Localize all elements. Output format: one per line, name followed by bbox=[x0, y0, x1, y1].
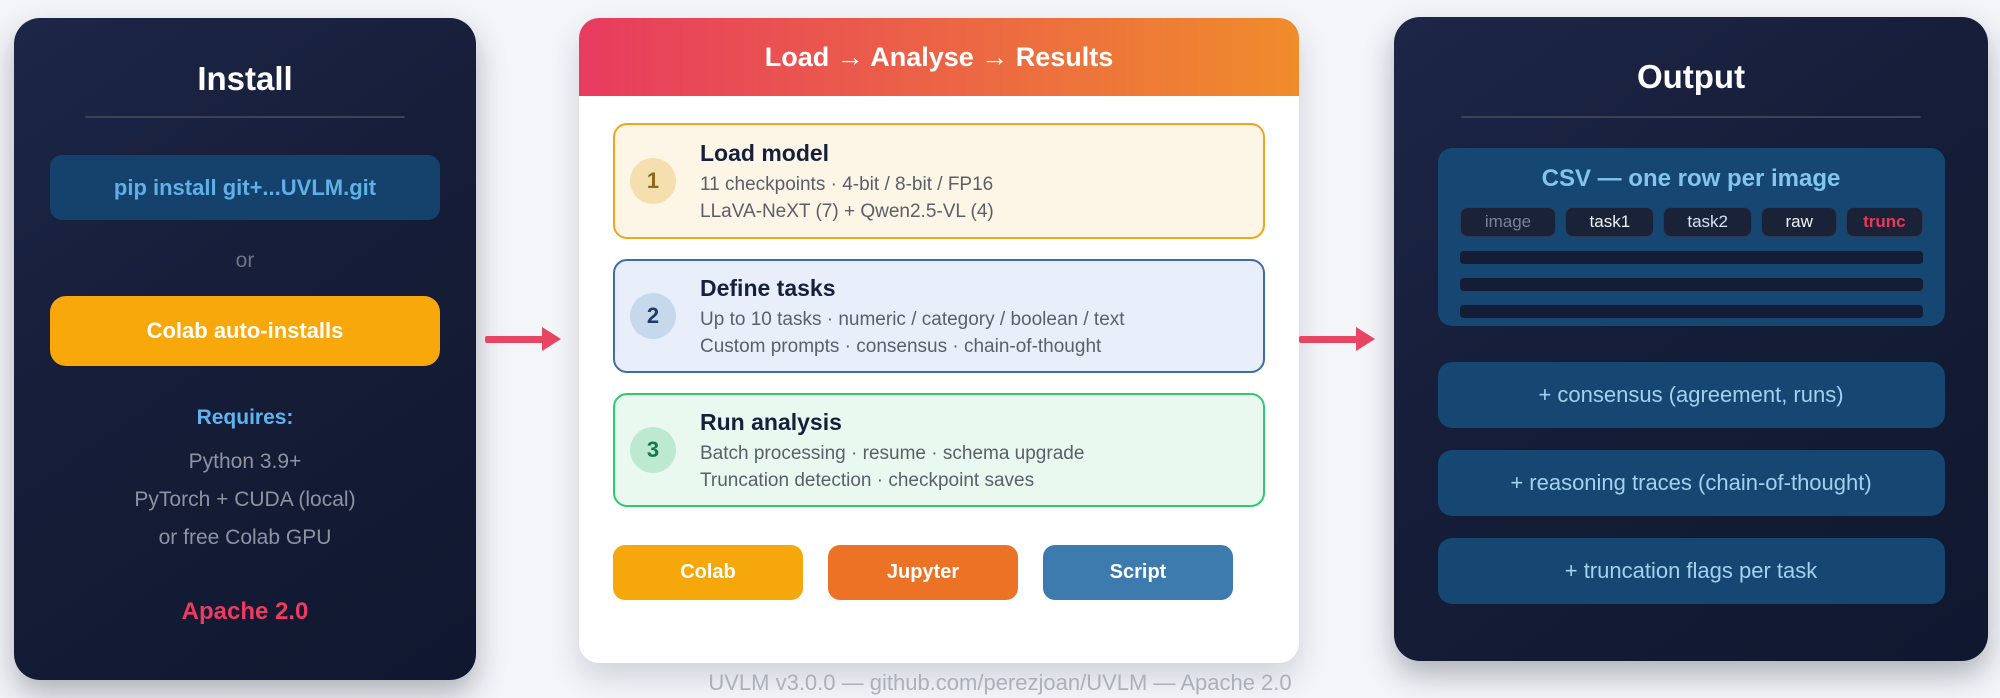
step-title: Define tasks bbox=[700, 274, 836, 301]
step-detail-line: LLaVA-NeXT (7) + Qwen2.5-VL (4) bbox=[700, 200, 994, 222]
output-panel: Output CSV — one row per image image tas… bbox=[1394, 17, 1988, 661]
or-label: or bbox=[235, 249, 255, 272]
pip-install-command[interactable]: pip install git+...UVLM.git bbox=[50, 155, 440, 220]
step-title: Load model bbox=[700, 139, 830, 166]
requirement-colab-gpu: or free Colab GPU bbox=[158, 526, 332, 549]
csv-column-trunc: trunc bbox=[1846, 207, 1923, 237]
step-text: Define tasks Up to 10 tasks · numeric / … bbox=[700, 273, 1125, 360]
csv-title: CSV — one row per image bbox=[1541, 165, 1841, 192]
colab-button[interactable]: Colab bbox=[613, 545, 803, 600]
csv-column-raw: raw bbox=[1761, 207, 1838, 237]
csv-preview-box: CSV — one row per image image task1 task… bbox=[1437, 148, 1945, 326]
requirement-python: Python 3.9+ bbox=[188, 450, 302, 473]
output-extra-truncation-flags: + truncation flags per task bbox=[1437, 538, 1945, 604]
pipeline-panel: Load → Analyse → Results 1 Load model 11… bbox=[579, 18, 1299, 663]
requires-title: Requires: bbox=[196, 406, 294, 429]
colab-auto-installs-button[interactable]: Colab auto-installs bbox=[50, 296, 440, 366]
step-number-badge: 2 bbox=[630, 293, 676, 339]
script-button[interactable]: Script bbox=[1043, 545, 1233, 600]
step-number-badge: 1 bbox=[630, 158, 676, 204]
output-extra-consensus: + consensus (agreement, runs) bbox=[1437, 362, 1945, 428]
csv-column-header-row: image task1 task2 raw trunc bbox=[1459, 207, 1923, 237]
step-number-badge: 3 bbox=[630, 427, 676, 473]
csv-column-image: image bbox=[1459, 207, 1557, 237]
step-detail-line: Batch processing · resume · schema upgra… bbox=[700, 442, 1085, 464]
csv-column-task2: task2 bbox=[1663, 207, 1753, 237]
install-panel: Install pip install git+...UVLM.git or C… bbox=[14, 18, 476, 680]
license-badge: Apache 2.0 bbox=[181, 598, 309, 625]
step-detail-line: 11 checkpoints · 4-bit / 8-bit / FP16 bbox=[700, 173, 994, 195]
requirements-list: Python 3.9+ PyTorch + CUDA (local) or fr… bbox=[134, 443, 355, 557]
arrow-shaft bbox=[1299, 336, 1357, 343]
step-card-run-analysis: 3 Run analysis Batch processing · resume… bbox=[613, 393, 1265, 507]
step-detail-line: Truncation detection · checkpoint saves bbox=[700, 469, 1035, 491]
step-title: Run analysis bbox=[700, 408, 842, 435]
arrow-head-icon bbox=[542, 327, 561, 351]
csv-data-row-placeholder bbox=[1459, 278, 1923, 291]
output-panel-title: Output bbox=[1636, 58, 1746, 95]
install-panel-title: Install bbox=[197, 60, 293, 97]
install-divider bbox=[85, 116, 405, 118]
flow-arrow-install-to-pipeline bbox=[485, 327, 561, 351]
output-extra-reasoning-traces: + reasoning traces (chain-of-thought) bbox=[1437, 450, 1945, 516]
pip-install-command-text: pip install git+...UVLM.git bbox=[113, 174, 377, 200]
step-text: Load model 11 checkpoints · 4-bit / 8-bi… bbox=[700, 138, 994, 225]
step-card-define-tasks: 2 Define tasks Up to 10 tasks · numeric … bbox=[613, 259, 1265, 373]
csv-column-task1: task1 bbox=[1565, 207, 1655, 237]
footer-note: UVLM v3.0.0 — github.com/perezjoan/UVLM … bbox=[708, 670, 1292, 695]
requirement-pytorch: PyTorch + CUDA (local) bbox=[134, 488, 356, 511]
jupyter-button[interactable]: Jupyter bbox=[828, 545, 1018, 600]
pipeline-header: Load → Analyse → Results bbox=[579, 18, 1299, 96]
step-detail-line: Up to 10 tasks · numeric / category / bo… bbox=[700, 308, 1125, 330]
csv-data-row-placeholder bbox=[1459, 305, 1923, 318]
csv-data-row-placeholder bbox=[1459, 251, 1923, 264]
step-text: Run analysis Batch processing · resume ·… bbox=[700, 407, 1084, 494]
output-divider bbox=[1461, 116, 1921, 118]
pipeline-body: 1 Load model 11 checkpoints · 4-bit / 8-… bbox=[579, 96, 1299, 600]
arrow-shaft bbox=[485, 336, 543, 343]
pipeline-title: Load → Analyse → Results bbox=[764, 41, 1114, 72]
step-card-load-model: 1 Load model 11 checkpoints · 4-bit / 8-… bbox=[613, 123, 1265, 239]
flow-arrow-pipeline-to-output bbox=[1299, 327, 1375, 351]
run-buttons-row: Colab Jupyter Script bbox=[613, 545, 1265, 600]
step-detail-line: Custom prompts · consensus · chain-of-th… bbox=[700, 335, 1102, 357]
arrow-head-icon bbox=[1356, 327, 1375, 351]
